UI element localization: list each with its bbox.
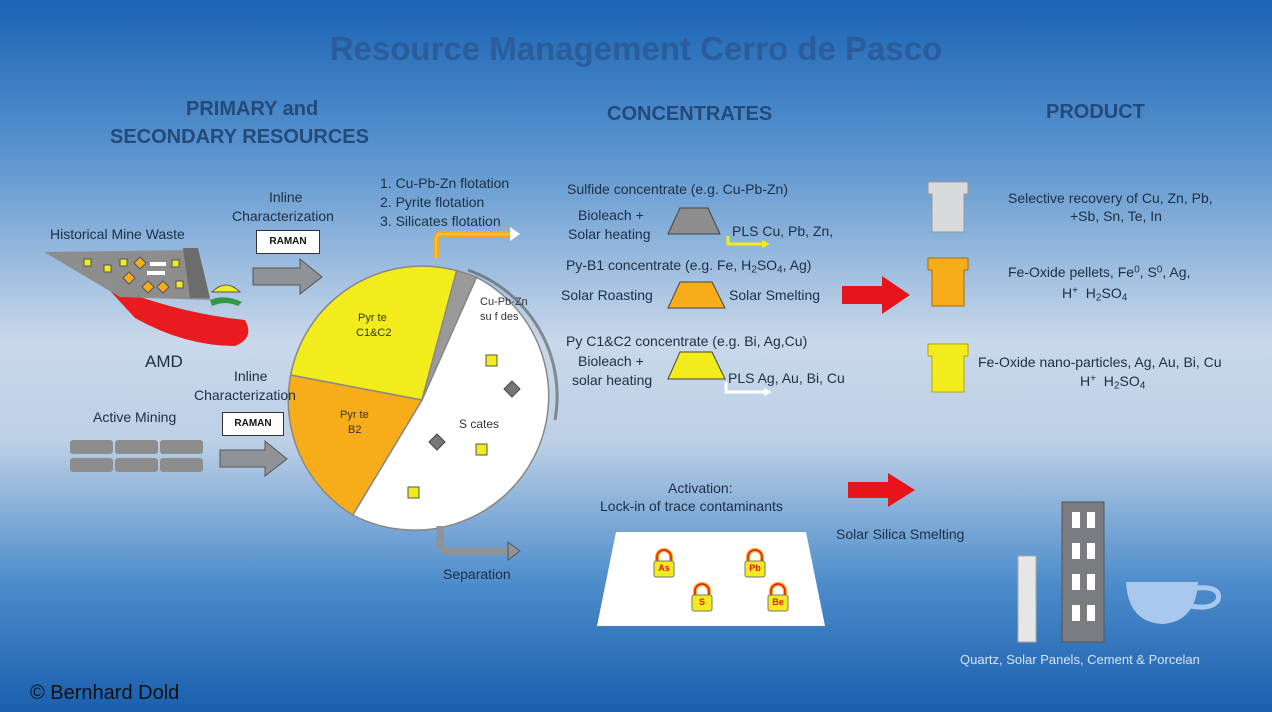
pie-label-pyrite-b2-1: Pyr te bbox=[340, 409, 369, 421]
inline-arrows bbox=[219, 257, 323, 478]
trapezoid-pyc bbox=[667, 351, 726, 380]
trapezoid-pyb1 bbox=[667, 281, 726, 309]
label-active-mining: Active Mining bbox=[93, 409, 177, 425]
product-3-line-2: H+ H2SO4 bbox=[1080, 373, 1146, 392]
product-1-line-1: Selective recovery of Cu, Zn, Pb, bbox=[1008, 190, 1213, 206]
solar-silica-smelting-label: Solar Silica Smelting bbox=[836, 526, 965, 542]
pie-slice-pyrite-c1c2 bbox=[289, 265, 458, 401]
flotation-step-2: 2. Pyrite flotation bbox=[380, 194, 485, 210]
solar-heating-label-1: Solar heating bbox=[568, 226, 651, 242]
lock-icon: Be bbox=[766, 582, 790, 612]
header-primary-line2: SECONDARY RESOURCES bbox=[110, 126, 369, 148]
page-title: Resource Management Cerro de Pasco bbox=[329, 30, 943, 67]
product-2-line-1: Fe-Oxide pellets, Fe0, S0, Ag, bbox=[1008, 264, 1191, 280]
product-2-line-2: H+ H2SO4 bbox=[1062, 285, 1128, 304]
lock-icon: Pb bbox=[743, 548, 767, 578]
raman-box-2: RAMAN bbox=[222, 412, 284, 436]
lock-label: As bbox=[658, 563, 670, 573]
product-3-line-1: Fe-Oxide nano-particles, Ag, Au, Bi, Cu bbox=[978, 354, 1222, 370]
quartz-bar bbox=[1017, 555, 1037, 643]
red-arrow-smelting bbox=[842, 276, 910, 314]
label-separation: Separation bbox=[443, 566, 511, 582]
label-inline-1: Inline bbox=[269, 189, 303, 205]
pie-label-pyrite-b2-2: B2 bbox=[348, 424, 362, 436]
lock-label: Pb bbox=[749, 563, 761, 573]
activation-label-2: Lock-in of trace contaminants bbox=[600, 498, 783, 514]
lock-label: Be bbox=[772, 597, 784, 607]
pie-slice-sulfides bbox=[421, 269, 478, 401]
raman-box-1: RAMAN bbox=[256, 230, 320, 254]
copyright: © Bernhard Dold bbox=[30, 682, 180, 704]
label-characterization-2: Characterization bbox=[194, 387, 296, 403]
flotation-step-3: 3. Silicates flotation bbox=[380, 213, 501, 229]
pyc-concentrate-title: Py C1&C2 concentrate (e.g. Bi, Ag,Cu) bbox=[566, 333, 808, 349]
product-1-line-2: +Sb, Sn, Te, In bbox=[1070, 208, 1162, 224]
pyb1-concentrate-title: Py-B1 concentrate (e.g. Fe, H2SO4, Ag) bbox=[566, 257, 812, 276]
label-historical-mine-waste: Historical Mine Waste bbox=[50, 226, 185, 242]
activation-label-1: Activation: bbox=[668, 480, 733, 496]
pie-label-silicates: S cates bbox=[459, 417, 500, 431]
header-concentrates: CONCENTRATES bbox=[607, 103, 773, 125]
active-mining-blocks bbox=[70, 440, 203, 472]
label-amd: AMD bbox=[145, 352, 183, 371]
label-inline-2: Inline bbox=[234, 368, 268, 384]
amd-red-plume bbox=[102, 282, 249, 346]
building-icon bbox=[1061, 501, 1105, 643]
porcelain-cup-icon bbox=[1126, 582, 1222, 624]
product-orange-icon bbox=[927, 257, 969, 307]
solar-roasting-label: Solar Roasting bbox=[561, 287, 653, 303]
header-primary-line1: PRIMARY and bbox=[186, 98, 319, 120]
lock-icon: S bbox=[690, 582, 714, 612]
pie-label-pyrite-c1c2-1: Pyr te bbox=[358, 312, 387, 324]
lock-icon: As bbox=[652, 548, 676, 578]
pls-label-1: PLS Cu, Pb, Zn, bbox=[732, 223, 834, 239]
pie-label-sulfides-2: su f des bbox=[480, 311, 519, 323]
pie-slice-silicates bbox=[351, 276, 550, 531]
pls-label-2: PLS Ag, Au, Bi, Cu bbox=[728, 370, 845, 386]
resource-pie bbox=[287, 265, 559, 531]
label-characterization-1: Characterization bbox=[232, 208, 334, 224]
solar-smelting-label: Solar Smelting bbox=[729, 287, 821, 303]
flotation-step-1: 1. Cu-Pb-Zn flotation bbox=[380, 175, 510, 191]
pie-slice-pyrite-b2 bbox=[287, 374, 424, 517]
solar-heating-label-2: solar heating bbox=[572, 372, 653, 388]
mine-waste-heap bbox=[44, 248, 249, 346]
pie-label-sulfides-1: Cu-Pb-Zn bbox=[480, 296, 528, 308]
product-yellow-icon bbox=[927, 343, 969, 393]
bioleach-label-1: Bioleach + bbox=[578, 207, 644, 223]
pie-label-pyrite-c1c2-2: C1&C2 bbox=[356, 327, 392, 339]
red-arrow-activation bbox=[848, 473, 915, 507]
header-product: PRODUCT bbox=[1046, 101, 1145, 123]
lock-label: S bbox=[698, 597, 705, 607]
bioleach-label-2: Bioleach + bbox=[578, 353, 644, 369]
product-gray-icon bbox=[927, 181, 969, 233]
sulfide-concentrate-title: Sulfide concentrate (e.g. Cu-Pb-Zn) bbox=[567, 181, 788, 197]
trapezoid-sulfide bbox=[667, 207, 721, 235]
silica-products-label: Quartz, Solar Panels, Cement & Porcelan bbox=[960, 652, 1200, 667]
